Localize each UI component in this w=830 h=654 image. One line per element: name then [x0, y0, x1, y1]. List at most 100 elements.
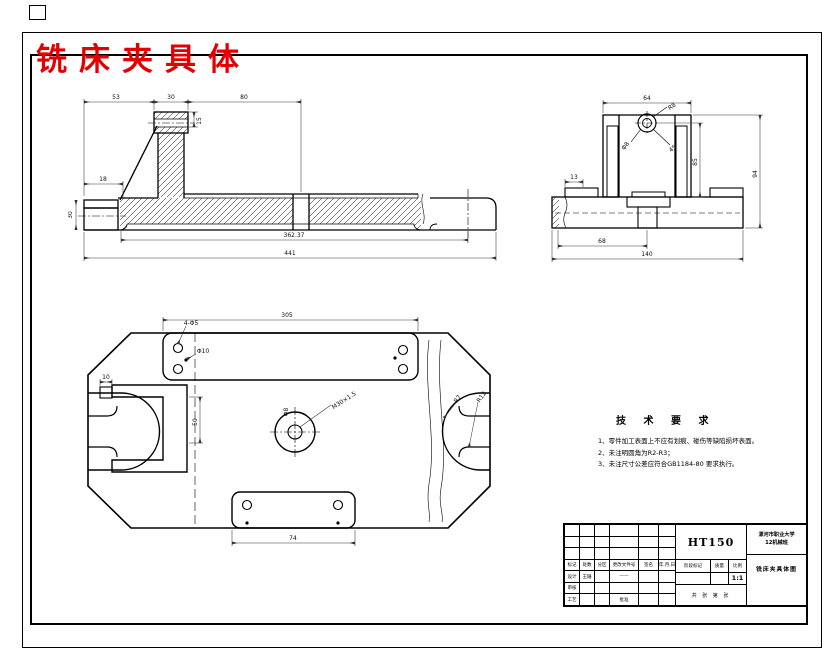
organization-line1: 漯河市职业大学 [758, 531, 795, 538]
header-change-doc: 更改文件号 [610, 559, 639, 571]
cell [659, 594, 675, 605]
revision-cell [659, 525, 675, 536]
revision-cell [659, 548, 675, 559]
revision-cell [595, 536, 610, 548]
dim-label: 68 [598, 238, 606, 245]
header-mark: 标记 [565, 559, 580, 571]
revision-cell [580, 525, 595, 536]
front-part-outline [78, 111, 497, 238]
revision-cell [659, 537, 675, 548]
dim-label: 64 [643, 95, 651, 102]
dim-label: 53 [112, 94, 120, 101]
cell [639, 594, 659, 606]
cell [639, 571, 659, 582]
revision-cell [565, 548, 580, 559]
check-label: 审核 [565, 582, 580, 594]
revision-cell [565, 536, 580, 548]
designer-name: 王珊 [580, 571, 595, 582]
stage-mark-label: 阶段标记 [676, 560, 711, 572]
front-dimensions [74, 99, 497, 261]
revision-cell [639, 548, 659, 559]
revision-cell [595, 548, 610, 559]
cell [595, 594, 610, 606]
cell [580, 594, 595, 606]
tech-req-item: 1、零件加工表面上不应有划痕、碰伤等缺陷损坏表面。 [598, 437, 759, 445]
dim-label: 13 [570, 174, 578, 181]
front-section-view: 53 30 80 15 18 30 362.37 441 [68, 94, 497, 261]
dim-label: 85 [692, 158, 699, 166]
sheet-outer-border [22, 32, 822, 648]
revision-cell [610, 536, 639, 548]
hole-label: Φ10 [197, 348, 210, 355]
dim-label: 441 [284, 250, 296, 257]
revision-cell [610, 548, 639, 559]
dim-label: 30 [167, 94, 175, 101]
cell [659, 571, 675, 582]
header-zone: 分区 [595, 559, 610, 571]
sheet-inner-border [30, 54, 808, 625]
approve-label: 批准 [610, 594, 639, 606]
side-part-outline [551, 106, 744, 229]
revision-cell [639, 525, 659, 536]
title-block-middle: HT150 阶段标记 质量 比例 1:1 共 张 第 张 [676, 525, 747, 605]
design-label: 设计 [565, 571, 580, 582]
dim-label: 15 [196, 117, 203, 125]
header-count: 处数 [580, 559, 595, 571]
cell [595, 571, 610, 582]
drawing-name: 铣床夹具体图 [756, 567, 797, 573]
title-block-revision-grid: 标记 处数 分区 更改文件号 签名 年.月.日 设计 王珊 —— 审核 [565, 525, 676, 606]
dim-label: 362.37 [284, 232, 305, 239]
weight-value [711, 572, 729, 584]
stage-mark-boxes [676, 572, 711, 584]
dim-label: 50 [192, 418, 199, 426]
hole-label: 45° [668, 142, 681, 154]
revision-cell [580, 536, 595, 548]
dim-label: 30 [68, 211, 74, 219]
drawing-title: 铣床夹具体 [36, 42, 251, 78]
top-dimensions [99, 317, 479, 546]
header-date: 年.月.日 [659, 563, 675, 569]
scale-label: 比例 [733, 563, 742, 569]
material-spec: HT150 [676, 525, 746, 560]
dim-label: 74 [289, 535, 297, 542]
process-label: 工艺 [565, 594, 580, 606]
design-signature: —— [610, 571, 639, 582]
title-block: 标记 处数 分区 更改文件号 签名 年.月.日 设计 王珊 —— 审核 [563, 523, 808, 607]
technical-requirements: 技 术 要 求 1、零件加工表面上不应有划痕、碰伤等缺陷损坏表面。 2、未注明圆… [598, 412, 803, 471]
tech-req-item: 2、未注明圆角为R2-R3； [598, 448, 674, 457]
hole-label: M30×1.5 [331, 390, 358, 411]
organization: 漯河市职业大学 12机械班 [747, 525, 806, 555]
dim-label: 18 [99, 176, 107, 183]
cell [580, 582, 595, 594]
dim-label: 10 [102, 374, 110, 381]
cell [659, 583, 675, 594]
sheet-count: 共 张 第 张 [691, 592, 731, 599]
dim-label: 80 [240, 94, 248, 101]
side-section-view: 64 94 85 13 68 140 R8 Φ8 45° [551, 95, 763, 262]
dim-label: 94 [752, 170, 759, 178]
tech-req-title: 技 术 要 求 [616, 416, 716, 427]
tech-req-item: 3、未注尺寸公差应符合GB1184-80 要求执行。 [598, 460, 739, 469]
radius-label: R7 [453, 394, 463, 405]
side-dimensions [551, 100, 763, 262]
hole-label: Φ8 [283, 408, 290, 417]
weight-label: 质量 [711, 560, 729, 572]
scale-value: 1:1 [731, 574, 744, 583]
hole-label: Φ8 [620, 140, 631, 151]
top-part-outline [87, 332, 491, 529]
organization-line2: 12机械班 [765, 539, 788, 546]
cell [639, 582, 659, 594]
radius-label: R12 [476, 390, 489, 404]
revision-cell [610, 525, 639, 536]
cell [610, 582, 639, 594]
revision-cell [595, 525, 610, 536]
header-signature: 签名 [639, 559, 659, 571]
cell [595, 582, 610, 594]
dim-label: 305 [281, 312, 293, 319]
revision-cell [639, 536, 659, 548]
hole-label: R8 [667, 102, 678, 112]
corner-mark [29, 5, 46, 20]
dim-label: 140 [641, 251, 653, 258]
hole-label: 4-Φ5 [184, 320, 199, 327]
